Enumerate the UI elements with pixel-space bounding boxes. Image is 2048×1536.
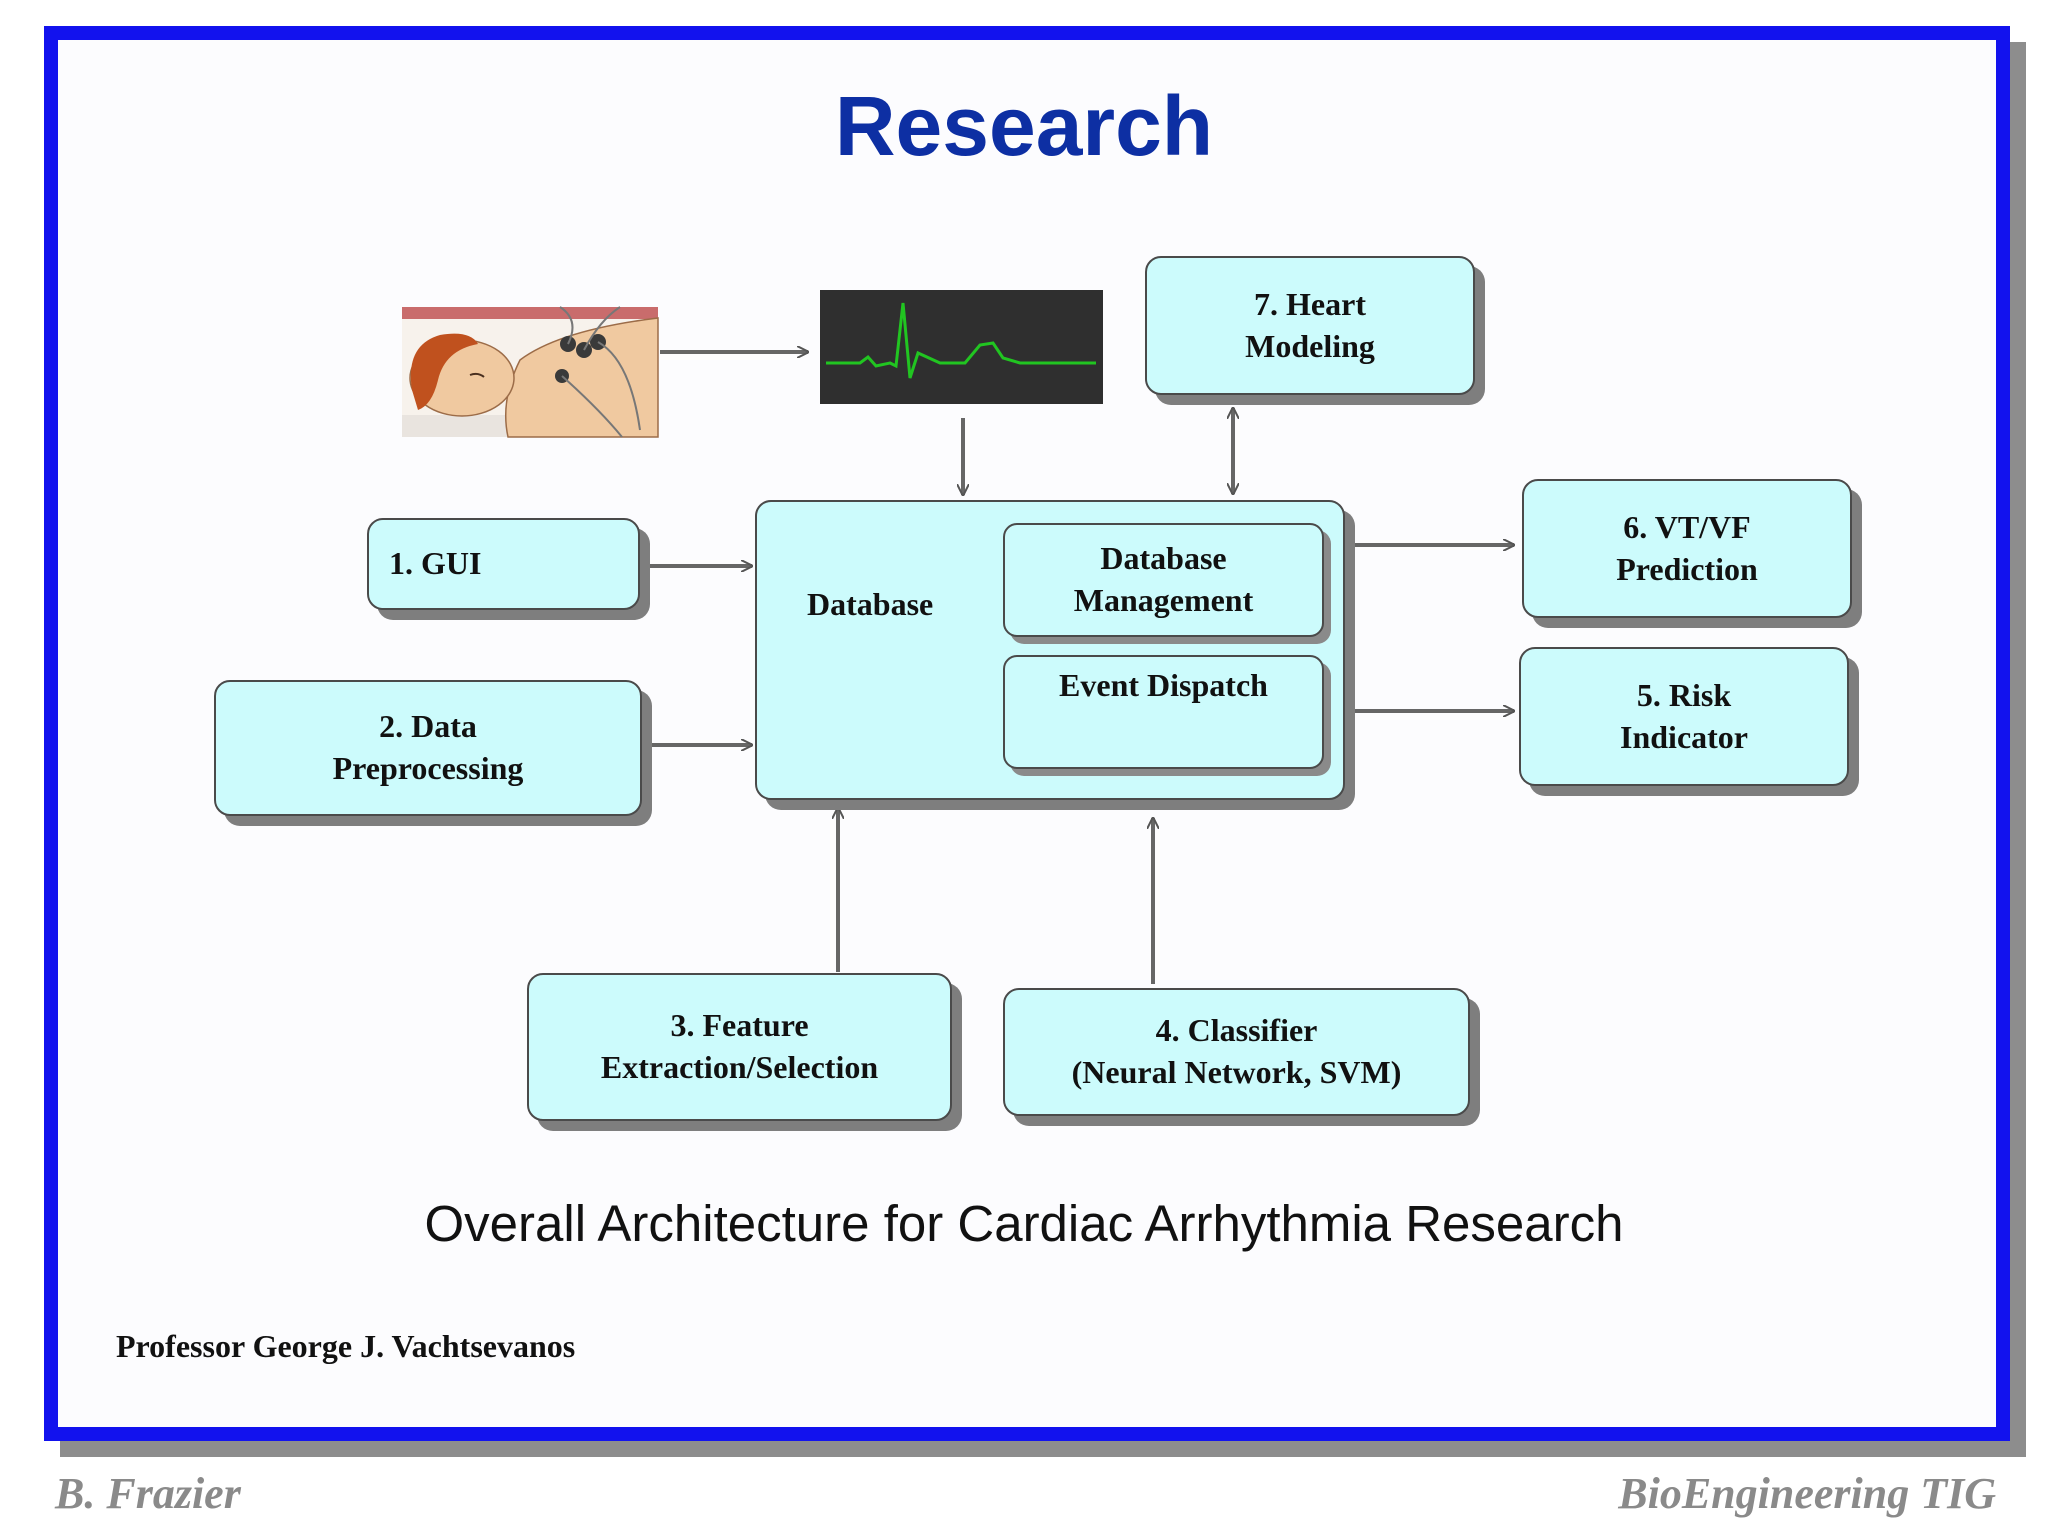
heart-modeling-label: 7. Heart Modeling (1245, 285, 1375, 364)
heart-modeling-box: 7. Heart Modeling (1145, 256, 1475, 395)
patient-ecg-image (402, 306, 659, 438)
footer-author: B. Frazier (55, 1469, 241, 1518)
ecg-monitor-image (820, 290, 1103, 404)
diagram-caption: Overall Architecture for Cardiac Arrhyth… (424, 1195, 1624, 1252)
classifier-box: 4. Classifier (Neural Network, SVM) (1003, 988, 1470, 1116)
risk-indicator-label: 5. Risk Indicator (1620, 676, 1748, 755)
database-label: Database (807, 586, 934, 622)
event-dispatch-box: Event Dispatch (1003, 655, 1324, 769)
footer-group: BioEngineering TIG (1618, 1469, 1996, 1518)
feature-extraction-label: 3. Feature Extraction/Selection (600, 1007, 879, 1085)
vtvf-prediction-label: 6. VT/VF Prediction (1616, 508, 1758, 587)
database-management-label: Database Management (1073, 540, 1254, 618)
vtvf-prediction-box: 6. VT/VF Prediction (1522, 479, 1852, 618)
classifier-label: 4. Classifier (Neural Network, SVM) (1071, 1012, 1402, 1090)
professor-name: Professor George J. Vachtsevanos (116, 1328, 576, 1364)
event-dispatch-label: Event Dispatch (1059, 667, 1268, 703)
risk-indicator-box: 5. Risk Indicator (1519, 647, 1849, 786)
gui-box: 1. GUI (367, 518, 640, 610)
slide-title: Research (834, 79, 1214, 173)
database-management-box: Database Management (1003, 523, 1324, 637)
data-preprocessing-label: 2. Data Preprocessing (332, 708, 524, 786)
gui-label: 1. GUI (389, 545, 482, 582)
feature-extraction-box: 3. Feature Extraction/Selection (527, 973, 952, 1121)
data-preprocessing-box: 2. Data Preprocessing (214, 680, 642, 816)
